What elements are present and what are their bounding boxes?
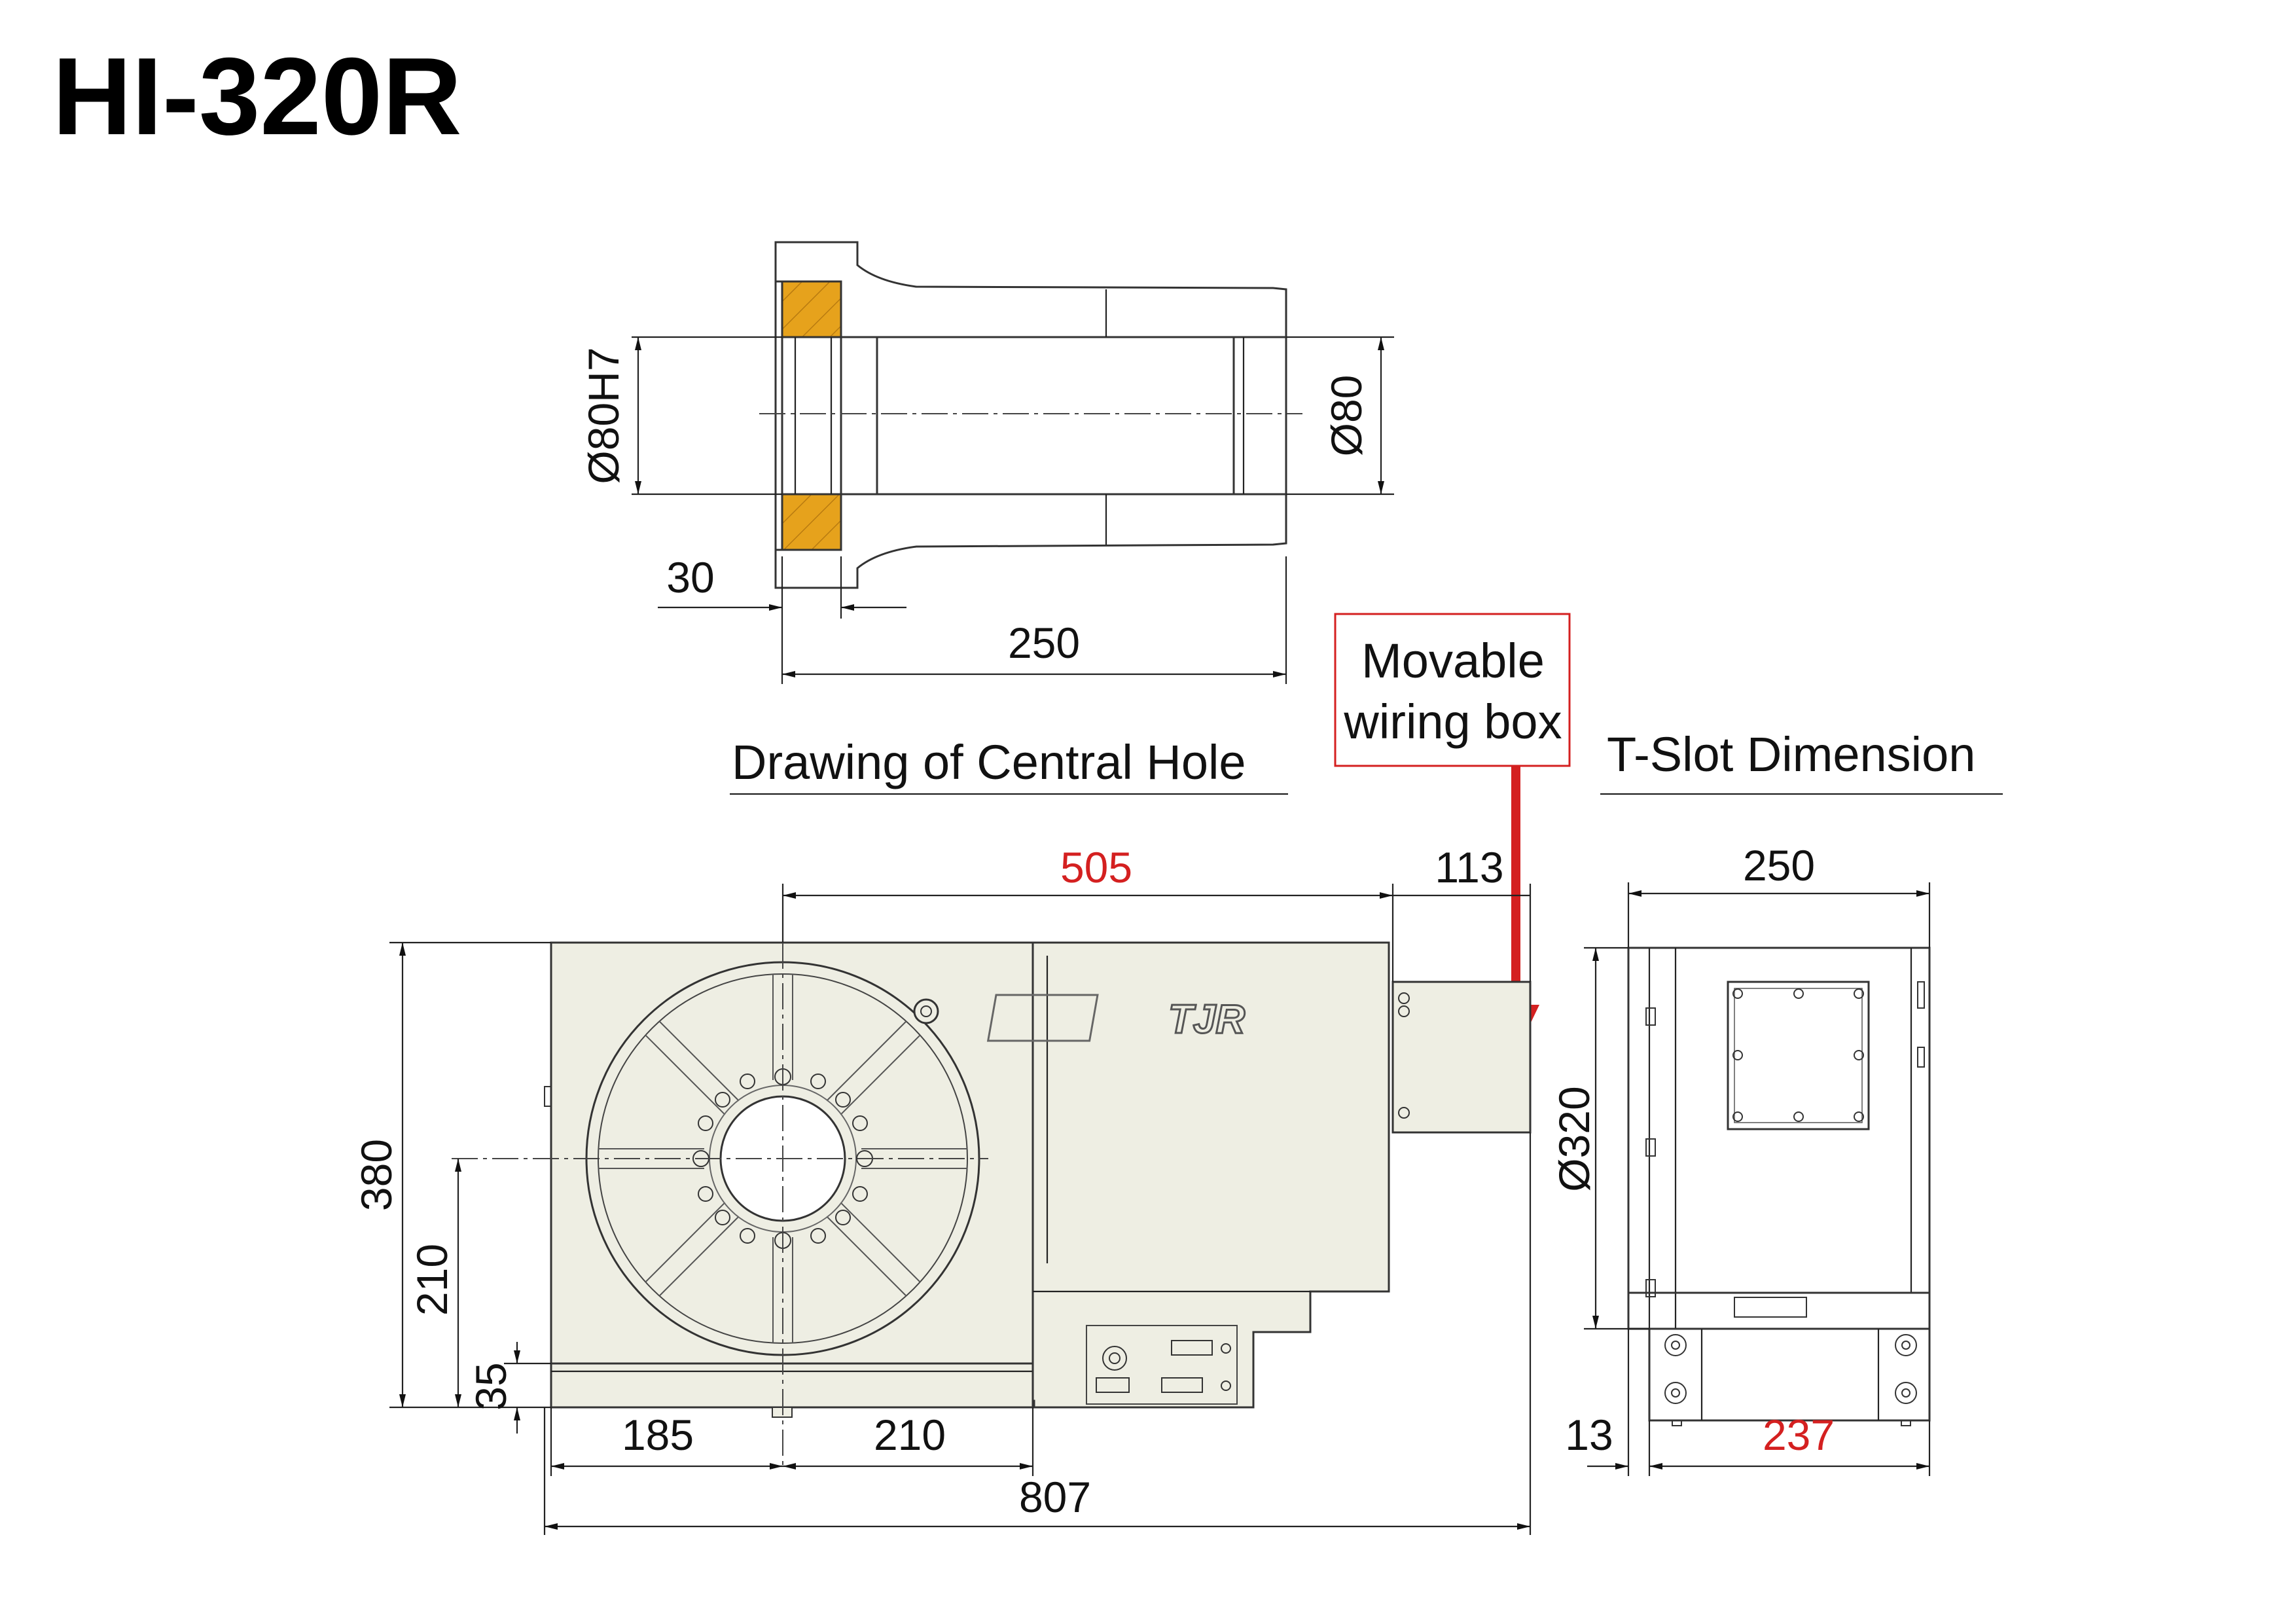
- front-view: TJR: [352, 843, 1532, 1535]
- central-hole-upper-wall: [774, 241, 1287, 338]
- dim-side-bottom-237: 237: [1763, 1411, 1835, 1459]
- dim-side-offset-13: 13: [1565, 1411, 1613, 1459]
- dim-through-diameter: Ø80: [1322, 375, 1371, 457]
- central-hole-lower-wall: [774, 493, 1287, 589]
- bronze-bushing-lower: [781, 493, 842, 551]
- side-cover-plate: [1727, 981, 1870, 1130]
- bronze-bushing-upper: [781, 280, 842, 338]
- page-title: HI-320R: [52, 35, 462, 158]
- dim-left-185: 185: [622, 1411, 694, 1459]
- wiring-box: [1391, 981, 1532, 1134]
- brand-logo: TJR: [1168, 997, 1245, 1042]
- callout-line2: wiring box: [1343, 695, 1562, 749]
- central-hole-caption: Drawing of Central Hole: [732, 735, 1246, 789]
- wiring-box-callout: Movable wiring box: [1334, 613, 1571, 1054]
- side-base: [1648, 1327, 1931, 1422]
- dim-hole-length: 250: [1008, 619, 1080, 667]
- dim-mid-210: 210: [874, 1411, 946, 1459]
- dim-base-35: 35: [467, 1362, 515, 1410]
- central-hole-drawing: Ø80H7 Ø80 30 250 Drawing of Central Hole: [579, 241, 1394, 795]
- callout-box: [1334, 613, 1571, 767]
- t-slots: [598, 974, 967, 1343]
- dim-top-505: 505: [1060, 843, 1132, 892]
- side-view: 250 Ø320 13 237: [1550, 841, 1931, 1476]
- tslot-caption: T-Slot Dimension: [1607, 727, 1975, 782]
- dim-counterbore-depth: 30: [666, 553, 714, 602]
- bolt-holes: [692, 1068, 873, 1249]
- dim-center-height-210: 210: [408, 1244, 456, 1316]
- dim-side-diameter: Ø320: [1550, 1086, 1598, 1191]
- dim-bore-diameter: Ø80H7: [579, 347, 628, 484]
- dim-top-113: 113: [1435, 843, 1503, 892]
- callout-line1: Movable: [1361, 634, 1545, 688]
- dim-side-width-250: 250: [1743, 841, 1815, 890]
- dim-height-380: 380: [352, 1139, 401, 1211]
- side-housing: [1627, 947, 1931, 1330]
- dim-total-807: 807: [1019, 1473, 1091, 1521]
